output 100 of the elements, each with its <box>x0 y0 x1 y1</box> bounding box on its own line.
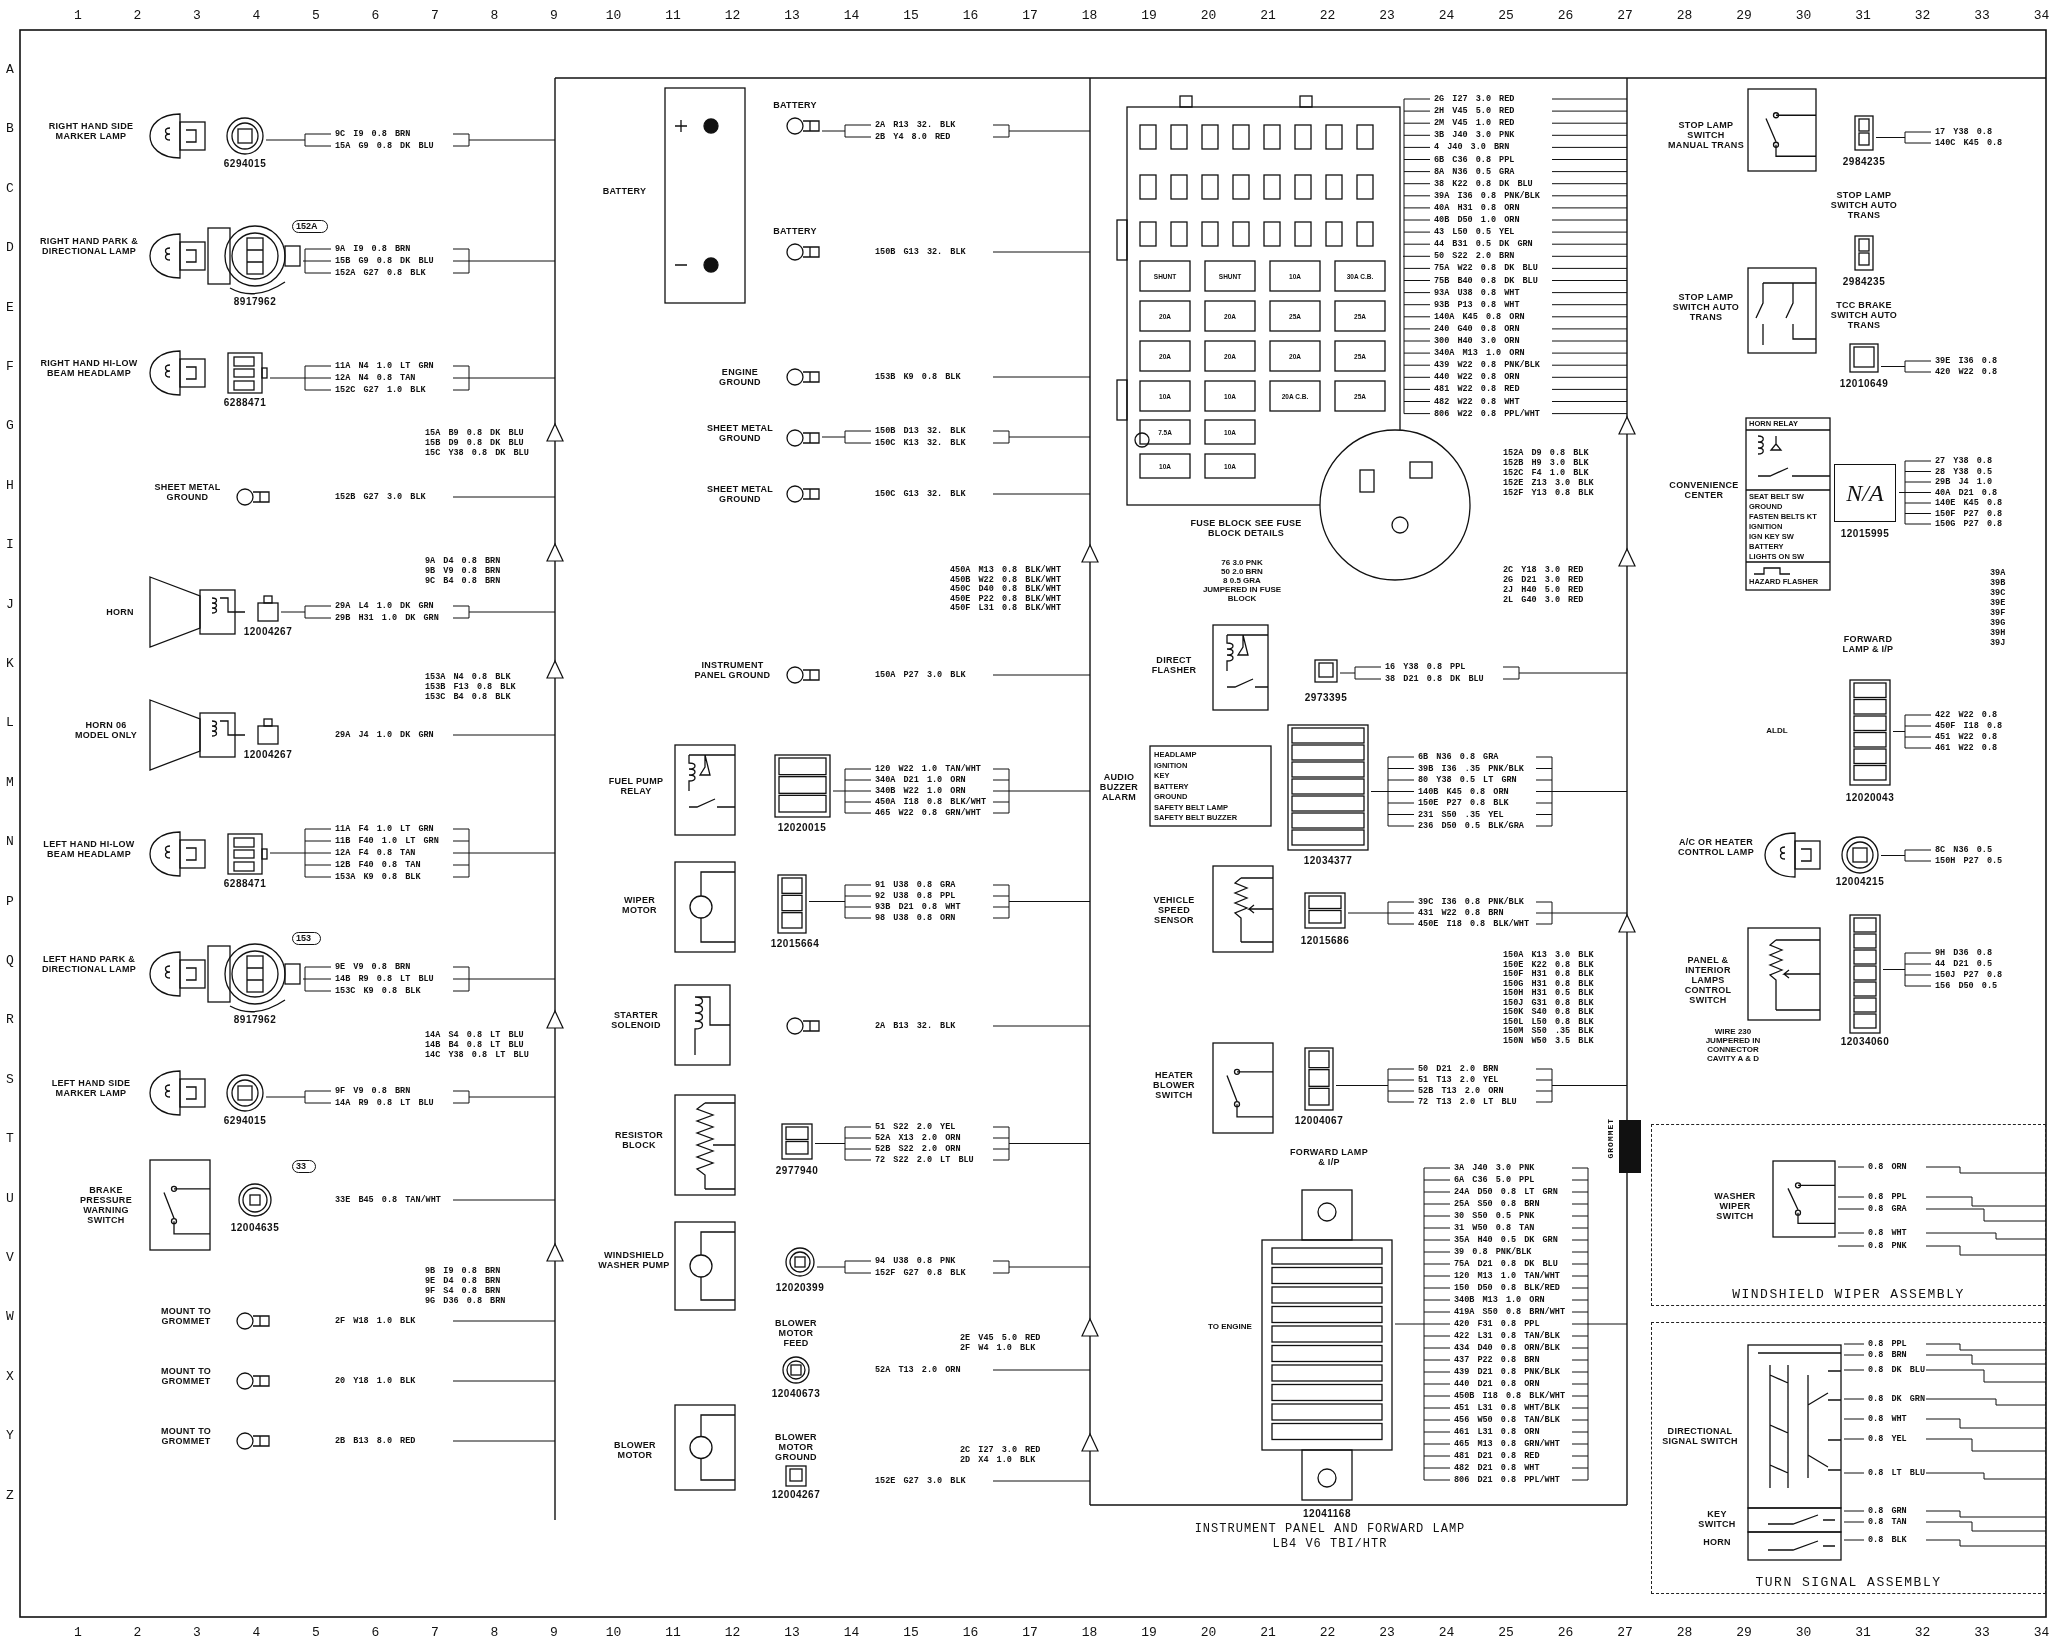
component-label: RIGHT HAND HI-LOW BEAM HEADLAMP <box>40 358 138 378</box>
component-label: A/C OR HEATER CONTROL LAMP <box>1676 837 1756 857</box>
wire-code: 11B F40 1.0 LT GRN <box>335 836 439 846</box>
component-label: WINDSHIELD WASHER PUMP <box>598 1250 670 1270</box>
grid-reference: 16 <box>961 7 980 23</box>
wire-code: 120 M13 1.0 TAN/WHT <box>1454 1271 1560 1281</box>
wire-code: 2M V45 1.0 RED <box>1434 118 1515 129</box>
wire-code: 39B <box>1990 578 2006 588</box>
grid-reference: S <box>5 1071 15 1087</box>
wire-code: 8A N36 0.5 GRA <box>1434 166 1515 177</box>
wire-code: 150A K13 3.0 BLK <box>1503 950 1594 960</box>
part-number: 12004267 <box>771 1489 821 1500</box>
wire-code: 0.8 GRN <box>1868 1506 1907 1516</box>
wire-code: 461 W22 0.8 <box>1935 743 1998 753</box>
note: JUMPERED IN FUSE BLOCK <box>1201 585 1283 603</box>
wire-code: 150F P27 0.8 <box>1935 508 2003 519</box>
wire-code: 4 J40 3.0 BRN <box>1434 142 1510 153</box>
grid-reference: 11 <box>664 7 682 23</box>
wire-code: 153B F13 0.8 BLK <box>425 682 516 692</box>
wire-code: 52B S22 2.0 ORN <box>875 1144 961 1154</box>
wire-code: 3B J40 3.0 PNK <box>1434 130 1515 141</box>
wire-code: 340A D21 1.0 ORN <box>875 775 966 785</box>
wire-code: 439 W22 0.8 PNK/BLK <box>1434 360 1540 371</box>
grid-reference: K <box>5 655 15 671</box>
wire-code: 150J P27 0.8 <box>1935 970 2003 980</box>
grid-reference: 6 <box>370 1624 381 1640</box>
grid-reference: 18 <box>1080 1624 1099 1640</box>
grid-reference: 17 <box>1021 7 1039 23</box>
wire-code: 39A I36 0.8 PNK/BLK <box>1434 190 1540 201</box>
wire-code: 12A F4 0.8 TAN <box>335 848 416 858</box>
grid-reference: 2 <box>132 7 143 23</box>
component-label: VEHICLE SPEED SENSOR <box>1140 895 1208 925</box>
grid-reference: 24 <box>1437 7 1456 23</box>
wire-code: 2J H40 5.0 RED <box>1503 585 1584 595</box>
component-label: BLOWER MOTOR FEED <box>765 1318 827 1348</box>
component-label: DIRECT FLASHER <box>1140 655 1208 675</box>
component-label: MOUNT TO GROMMET <box>150 1306 222 1326</box>
grid-reference: 27 <box>1616 1624 1634 1640</box>
grid-reference: 12 <box>723 1624 742 1640</box>
grid-reference: H <box>5 477 15 493</box>
wire-code: 150N W50 3.5 BLK <box>1503 1035 1594 1046</box>
grid-reference: M <box>5 774 15 790</box>
grid-reference: 15 <box>902 7 920 23</box>
wire-code: 15A B9 0.8 DK BLU <box>425 428 524 438</box>
component-label: ENGINE GROUND <box>705 367 775 387</box>
grid-reference: 10 <box>604 1624 623 1640</box>
wire-code: 450A M13 0.8 BLK/WHT <box>950 565 1062 575</box>
wire-code: 2C I27 3.0 RED <box>960 1445 1041 1455</box>
wire-code: 40A H31 0.8 ORN <box>1434 202 1520 213</box>
part-number: 12020399 <box>775 1282 825 1293</box>
assembly-title: TURN SIGNAL ASSEMBLY <box>1754 1575 1943 1590</box>
wire-code: 9H D36 0.8 <box>1935 948 1992 958</box>
wire-code: 152F Y13 0.8 BLK <box>1503 488 1594 498</box>
wire-code: 0.8 YEL <box>1868 1434 1907 1444</box>
wire-code: 152A G27 0.8 BLK <box>335 268 426 278</box>
grid-reference: 22 <box>1318 7 1337 23</box>
wire-code: 24A D50 0.8 LT GRN <box>1454 1187 1558 1197</box>
grid-reference: 21 <box>1259 1624 1277 1640</box>
component-label: FUSE BLOCK SEE FUSE BLOCK DETAILS <box>1190 518 1302 538</box>
part-number: 2984235 <box>1842 276 1886 287</box>
part-number: 8917962 <box>233 296 277 307</box>
grid-reference: 25 <box>1497 1624 1515 1640</box>
wire-code: 75A W22 0.8 DK BLU <box>1434 263 1538 274</box>
wire-code: 481 D21 0.8 RED <box>1454 1451 1540 1461</box>
wire-code: 9C I9 0.8 BRN <box>335 129 411 139</box>
wire-code: 39B I36 .35 PNK/BLK <box>1418 763 1524 774</box>
part-number: 8917962 <box>233 1014 277 1025</box>
wire-code: 80 Y38 0.5 LT GRN <box>1418 775 1517 785</box>
wire-code: 482 D21 0.8 WHT <box>1454 1463 1540 1473</box>
wire-code: 39J <box>1990 638 2006 648</box>
grid-reference: 32 <box>1913 7 1932 23</box>
wire-code: 150G P27 0.8 <box>1935 519 2003 529</box>
grid-reference: 10 <box>604 7 623 23</box>
wire-code: 0.8 PPL <box>1868 1339 1907 1349</box>
wire-code: 11A F4 1.0 LT GRN <box>335 824 434 834</box>
wire-code: 236 D50 0.5 BLK/GRA <box>1418 821 1524 831</box>
part-number: 12004067 <box>1294 1115 1344 1126</box>
wire-code: 25A S50 0.8 BRN <box>1454 1199 1540 1209</box>
grid-reference: 19 <box>1140 7 1158 23</box>
wire-code: 300 H40 3.0 ORN <box>1434 336 1520 346</box>
wire-code: 152E Z13 3.0 BLK <box>1503 478 1594 488</box>
wire-code: 9B V9 0.8 BRN <box>425 566 501 576</box>
component-label: STOP LAMP SWITCH MANUAL TRANS <box>1668 120 1744 150</box>
wire-code: 465 M13 0.8 GRN/WHT <box>1454 1439 1560 1449</box>
component-label: RESISTOR BLOCK <box>610 1130 668 1150</box>
wire-code: 15C Y38 0.8 DK BLU <box>425 448 529 458</box>
wire-code: 150A P27 3.0 BLK <box>875 670 966 680</box>
component-label: STOP LAMP SWITCH AUTO TRANS <box>1826 190 1902 220</box>
wire-code: 38 K22 0.8 DK BLU <box>1434 178 1533 189</box>
component-label: WIPER MOTOR <box>612 895 667 915</box>
wire-code: 240 G40 0.8 ORN <box>1434 323 1520 334</box>
wire-code: 2G D21 3.0 RED <box>1503 575 1584 585</box>
grid-reference: 12 <box>723 7 742 23</box>
grid-reference: 29 <box>1735 1624 1753 1640</box>
part-number: 12004215 <box>1835 876 1885 887</box>
wire-code: 153C B4 0.8 BLK <box>425 692 511 702</box>
grid-reference: 28 <box>1675 1624 1694 1640</box>
wire-code: 420 W22 0.8 <box>1935 367 1998 377</box>
grid-reference: 19 <box>1140 1624 1158 1640</box>
wire-code: 0.8 GRA <box>1868 1204 1907 1214</box>
